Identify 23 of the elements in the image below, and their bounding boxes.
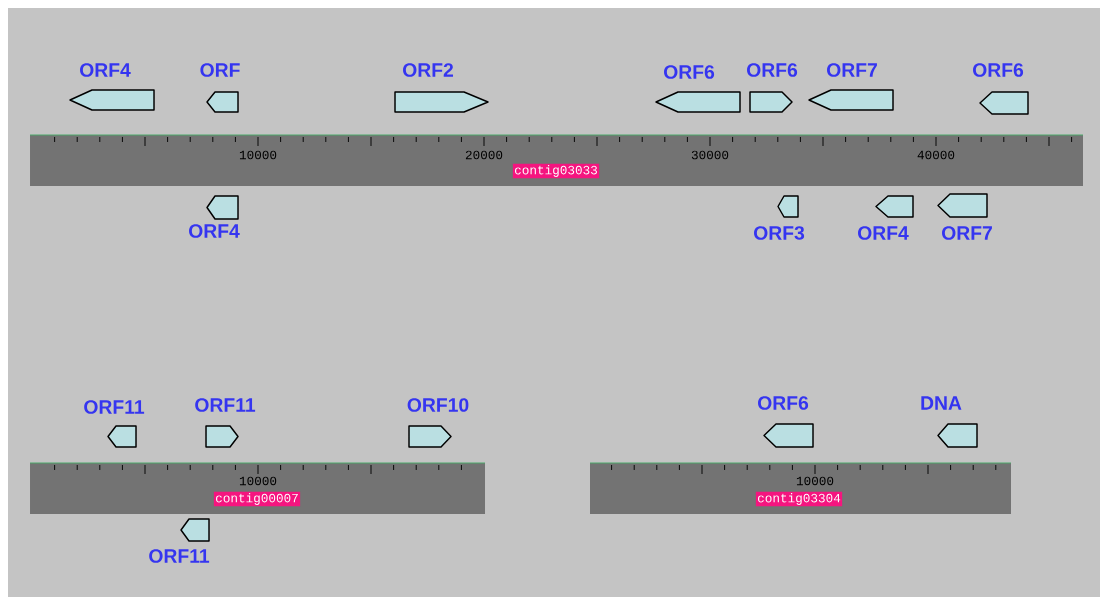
gene-label: ORF6	[747, 63, 798, 77]
gene-label: ORF4	[189, 224, 240, 238]
tick-label: 10000	[239, 476, 277, 486]
tick-label: 10000	[796, 476, 834, 486]
gene-label: DNA	[921, 396, 962, 410]
tick-label: 20000	[465, 150, 503, 160]
gene-label: ORF6	[973, 63, 1024, 77]
tick-label: 40000	[917, 150, 955, 160]
gene-label: ORF11	[84, 400, 145, 414]
gene-label: ORF4	[80, 63, 131, 77]
gene-label: ORF4	[858, 226, 909, 240]
gene-label: ORF11	[195, 398, 256, 412]
tick-label: 30000	[691, 150, 729, 160]
gene-label: ORF11	[149, 549, 210, 563]
gene-label: ORF	[200, 63, 240, 77]
gene-label: ORF6	[664, 65, 715, 79]
gene-label: ORF10	[407, 398, 469, 412]
gene-label: ORF7	[942, 226, 992, 240]
gene-label: ORF2	[403, 63, 453, 77]
gene-label: ORF3	[754, 226, 805, 240]
tick-label: 10000	[239, 150, 277, 160]
gene-label: ORF6	[758, 396, 809, 410]
gene-label: ORF7	[827, 63, 877, 77]
